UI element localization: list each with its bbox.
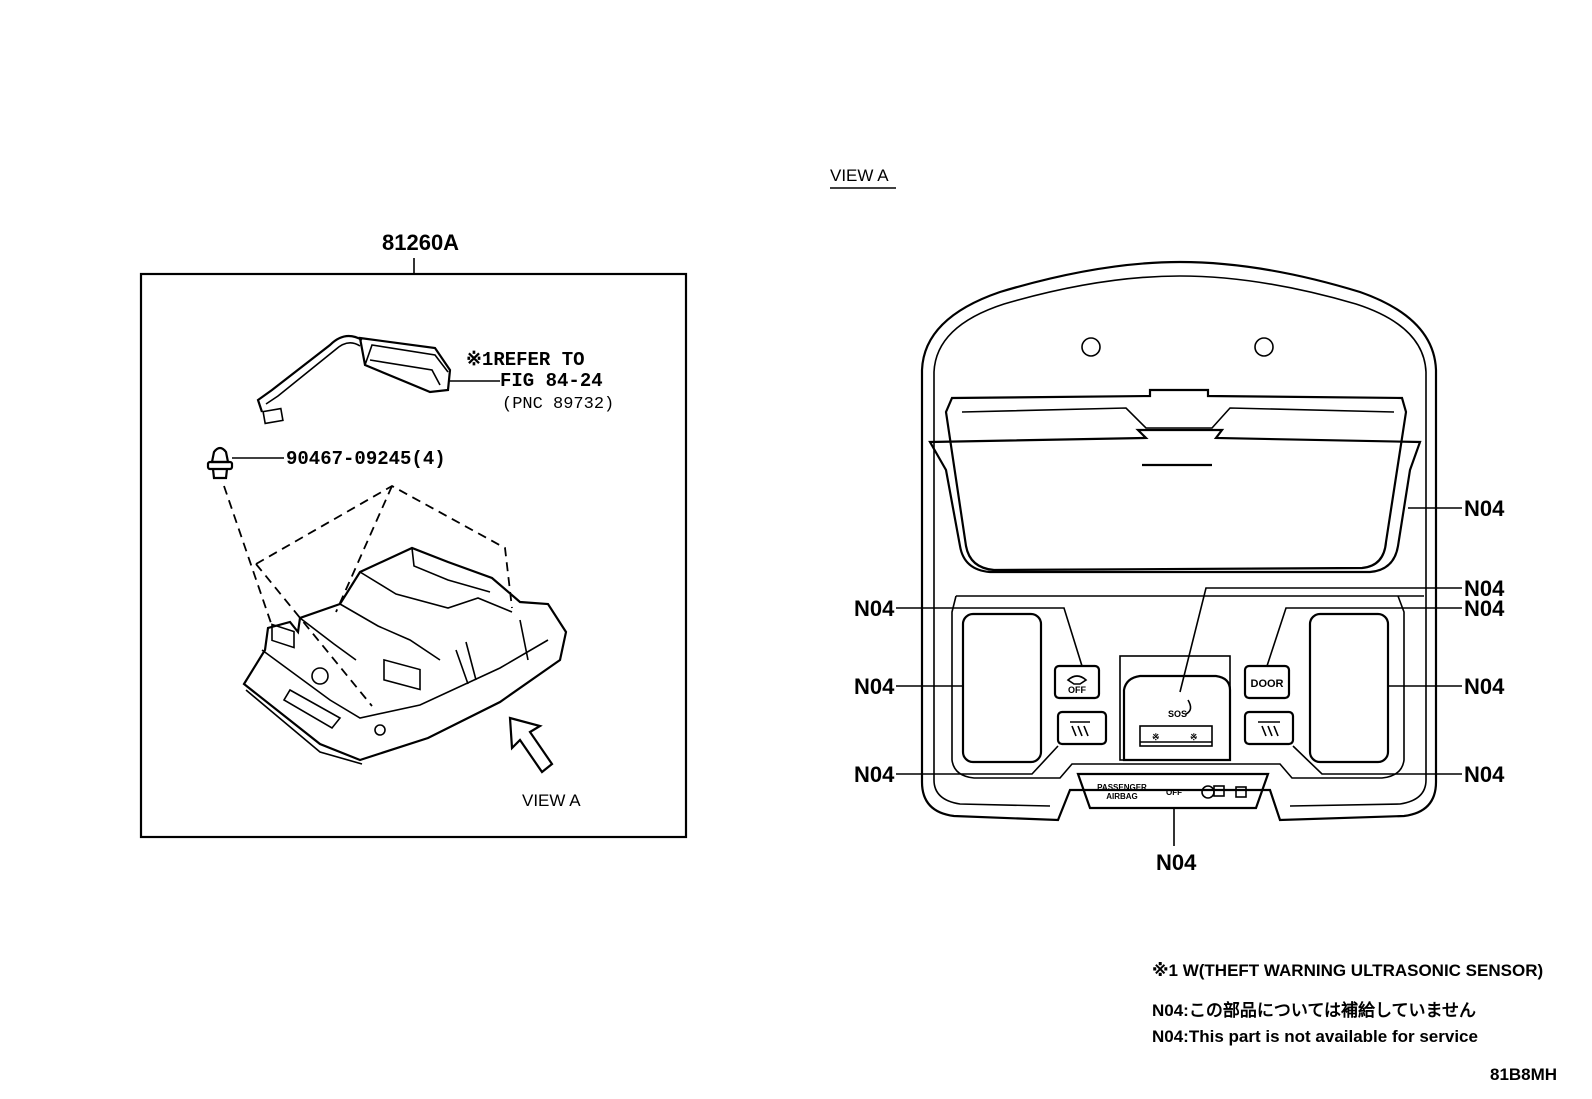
view-a-title: VIEW A	[830, 166, 889, 185]
figure-code: 81B8MH	[1490, 1065, 1557, 1084]
hole-right	[1254, 337, 1274, 357]
intrusion-off-button[interactable]: OFF	[1053, 664, 1101, 700]
passenger-airbag-indicator: PASSENGER AIRBAG OFF	[1076, 772, 1270, 810]
callout-sos[interactable]: N04	[1464, 576, 1505, 601]
sos-module[interactable]: SOS ※ ※	[1119, 655, 1232, 762]
ultrasonic-sensor[interactable]	[256, 334, 452, 425]
svg-text:※: ※	[1152, 732, 1160, 742]
callout-leaders	[896, 507, 1462, 846]
svg-text:PASSENGER: PASSENGER	[1097, 783, 1147, 792]
callout-lamp-left[interactable]: N04	[854, 762, 895, 787]
svg-text:※: ※	[1190, 732, 1198, 742]
assembly-part-number[interactable]: 81260A	[382, 230, 459, 255]
svg-text:SOS: SOS	[1168, 709, 1187, 719]
console-housing[interactable]	[242, 546, 568, 765]
hole-left	[1081, 337, 1101, 357]
sensor-note-line1: ※1REFER TO	[466, 349, 585, 371]
svg-text:DOOR: DOOR	[1251, 678, 1284, 690]
sunglass-holder[interactable]	[928, 388, 1422, 574]
clip-icon[interactable]	[206, 446, 234, 480]
map-lamp-lens-left[interactable]	[961, 612, 1043, 764]
map-lamp-lens-right[interactable]	[1308, 612, 1390, 764]
sensor-note-line3: (PNC 89732)	[502, 395, 614, 414]
clip-part-number[interactable]: 90467-09245(4)	[286, 448, 446, 470]
svg-text:OFF: OFF	[1068, 685, 1086, 695]
assembly-frame	[139, 272, 688, 839]
callout-lens-left[interactable]: N04	[854, 674, 895, 699]
note-japanese: N04:この部品については補給していません	[1152, 1000, 1476, 1020]
console-view-a	[920, 260, 1438, 822]
view-a-label-left: VIEW A	[522, 791, 581, 810]
callout-off-button[interactable]: N04	[854, 596, 895, 621]
callout-lamp-right[interactable]: N04	[1464, 762, 1505, 787]
callout-airbag[interactable]: N04	[1156, 850, 1197, 875]
svg-text:AIRBAG: AIRBAG	[1106, 792, 1138, 801]
svg-text:OFF: OFF	[1166, 788, 1182, 797]
note-not-available: N04:This part is not available for servi…	[1152, 1027, 1478, 1046]
callout-holder[interactable]: N04	[1464, 496, 1505, 521]
callout-door-button[interactable]: N04	[1464, 596, 1505, 621]
map-lamp-button-left[interactable]	[1056, 710, 1108, 746]
map-lamp-button-right[interactable]	[1243, 710, 1295, 746]
sensor-note-line2: FIG 84-24	[500, 370, 603, 392]
view-a-arrow-icon	[508, 716, 554, 774]
door-button[interactable]: DOOR	[1243, 664, 1291, 700]
note-theft-warning: ※1 W(THEFT WARNING ULTRASONIC SENSOR)	[1152, 961, 1543, 980]
callout-lens-right[interactable]: N04	[1464, 674, 1505, 699]
